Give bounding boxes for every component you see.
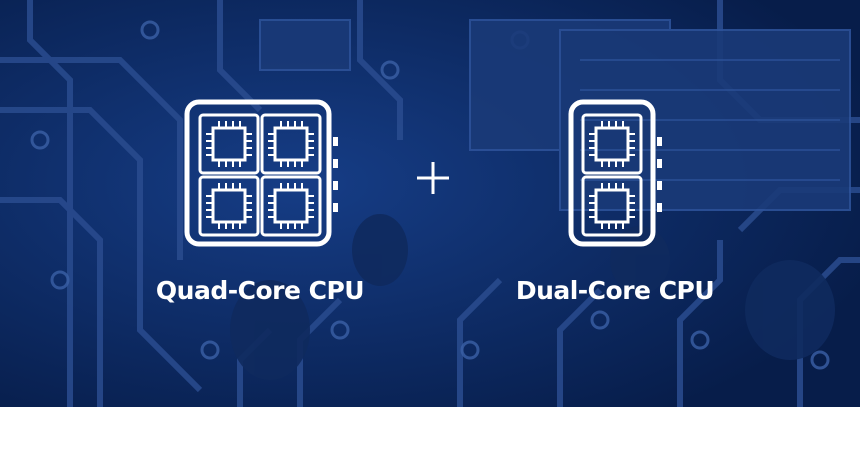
circuit-board-background [0,0,860,407]
plus-icon [417,162,449,194]
quad-core-cpu-label: Quad-Core CPU [155,276,365,305]
white-footer-strip [0,407,860,459]
quad-core-chip-icon [184,99,338,247]
dual-core-chip-icon [568,99,662,247]
dual-core-cpu-label: Dual-Core CPU [515,276,715,305]
hero-banner: Quad-Core CPU Dual-Core CPU [0,0,860,407]
